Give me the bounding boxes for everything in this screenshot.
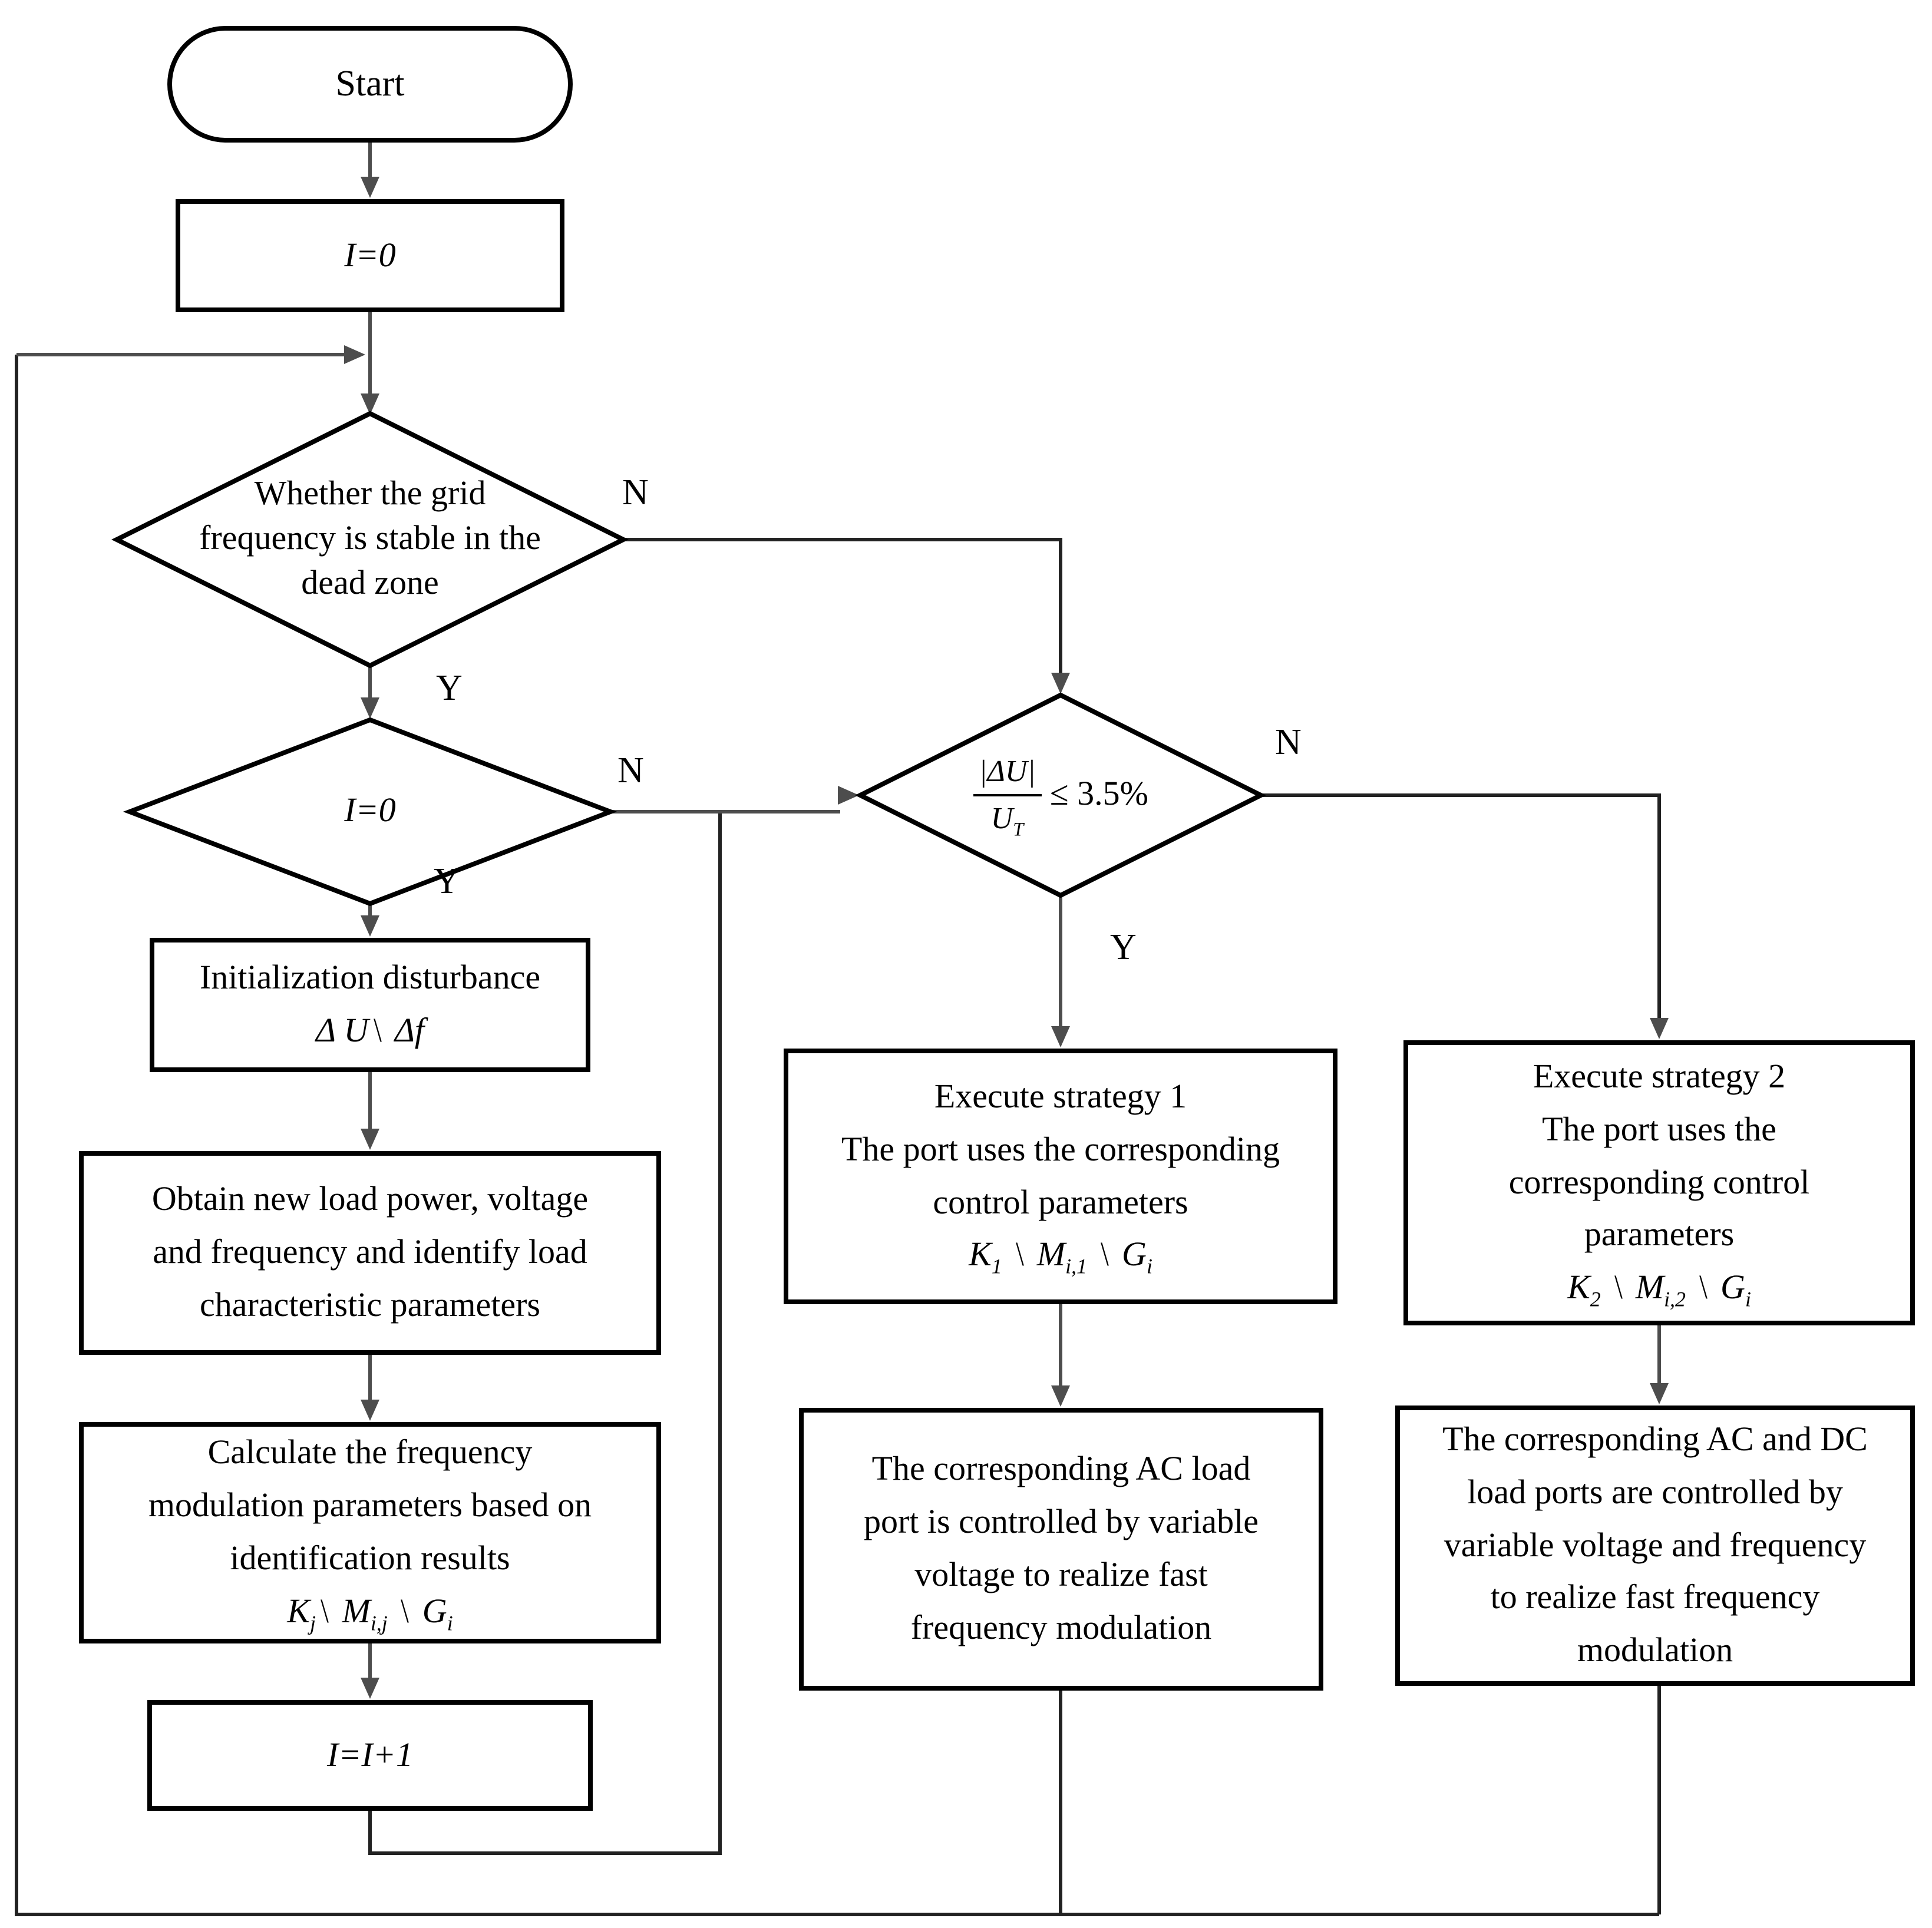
label-voltage-check-no: N <box>1275 721 1302 762</box>
label-freq-stable-yes: Y <box>436 667 463 708</box>
calc-params-line-2: modulation parameters based on <box>148 1487 592 1525</box>
init-disturbance-line-2: Δ U\ Δf <box>315 1012 425 1050</box>
obtain-load-line-3: characteristic parameters <box>199 1286 540 1324</box>
arrowhead-into-calc <box>361 1400 379 1421</box>
strategy2-line-4: parameters <box>1584 1216 1735 1254</box>
calc-params-line-1: Calculate the frequency <box>207 1434 533 1472</box>
arrowhead-into-ac <box>1051 1385 1070 1407</box>
strategy2-line-1: Execute strategy 2 <box>1533 1057 1786 1096</box>
label-izero-yes: Y <box>434 860 460 901</box>
strategy2-line-2: The port uses the <box>1542 1110 1776 1149</box>
decision-izero-shape <box>123 717 617 907</box>
voltage-check-expression: |ΔU| UT ≤ 3.5% <box>973 752 1148 841</box>
node-init-counter: I=0 <box>176 199 564 312</box>
ac-control-line-2: port is controlled by variable <box>863 1503 1259 1542</box>
strategy1-line-2: The port uses the corresponding <box>841 1130 1280 1169</box>
arrowhead-return-merge <box>344 345 365 364</box>
edge-increment-loop-line <box>368 812 722 1855</box>
increment-label: I=I+1 <box>327 1736 413 1774</box>
strategy1-line-4: K1 \ Mi,1 \ Gi <box>969 1236 1152 1279</box>
obtain-load-line-1: Obtain new load power, voltage <box>151 1180 589 1219</box>
freq-stable-line-3: dead zone <box>301 564 439 602</box>
node-obtain-load: Obtain new load power, voltage and frequ… <box>79 1151 661 1355</box>
node-voltage-check-label: |ΔU| UT ≤ 3.5% <box>901 719 1220 872</box>
strategy1-line-3: control parameters <box>933 1183 1188 1221</box>
strategy2-line-3: corresponding control <box>1508 1163 1810 1202</box>
node-strategy1: Execute strategy 1 The port uses the cor… <box>784 1049 1337 1304</box>
strategy1-line-1: Execute strategy 1 <box>934 1077 1187 1116</box>
edge-freq-stable-no-line <box>623 538 1062 675</box>
acdc-control-line-3: variable voltage and frequency <box>1444 1526 1867 1565</box>
ac-control-line-3: voltage to realize fast <box>914 1556 1208 1594</box>
acdc-control-line-5: modulation <box>1577 1632 1733 1670</box>
calc-params-line-4: Kj\ Mi,j \ Gi <box>287 1592 453 1635</box>
arrowhead-into-strategy2 <box>1650 1018 1669 1039</box>
obtain-load-line-2: and frequency and identify load <box>153 1233 587 1272</box>
init-disturbance-line-1: Initialization disturbance <box>199 959 541 997</box>
decision-freq-stable-shape <box>111 411 629 669</box>
arrowhead-into-freqstable <box>361 393 379 415</box>
freq-stable-line-2: frequency is stable in the <box>199 520 541 558</box>
voltage-fraction: |ΔU| UT <box>973 752 1042 841</box>
ac-control-line-4: frequency modulation <box>910 1609 1212 1647</box>
node-izero-label: I=0 <box>276 782 464 841</box>
label-freq-stable-no: N <box>622 471 649 512</box>
strategy2-line-5: K2 \ Mi,2 \ Gi <box>1567 1269 1751 1312</box>
label-voltage-check-yes: Y <box>1110 926 1137 967</box>
node-ac-control: The corresponding AC load port is contro… <box>799 1408 1323 1691</box>
arrowhead-into-acdc <box>1650 1383 1669 1404</box>
arrowhead-into-voltage-left <box>838 786 859 805</box>
arrowhead-into-strategy1 <box>1051 1026 1070 1047</box>
node-init-disturbance: Initialization disturbance Δ U\ Δf <box>150 938 590 1072</box>
freq-stable-line-1: Whether the grid <box>254 475 486 513</box>
node-increment: I=I+1 <box>147 1700 593 1811</box>
label-izero-no: N <box>617 749 644 791</box>
voltage-condition: ≤ 3.5% <box>1049 775 1148 813</box>
edge-voltage-check-no-line <box>1261 793 1661 1020</box>
edge-bottom-return-line <box>15 355 1659 1916</box>
node-freq-stable-label: Whether the grid frequency is stable in … <box>134 454 606 626</box>
acdc-control-line-4: to realize fast frequency <box>1490 1579 1820 1617</box>
node-acdc-control: The corresponding AC and DC load ports a… <box>1395 1406 1915 1686</box>
acdc-control-line-1: The corresponding AC and DC <box>1442 1420 1868 1459</box>
arrowhead-into-increment <box>361 1678 379 1699</box>
voltage-fraction-denominator: UT <box>990 801 1024 841</box>
node-start-label: Start <box>335 62 405 104</box>
node-strategy2: Execute strategy 2 The port uses the cor… <box>1403 1040 1915 1325</box>
arrowhead-into-initcounter <box>361 177 379 198</box>
decision-voltage-check-shape <box>855 692 1266 898</box>
voltage-fraction-numerator: |ΔU| <box>973 752 1042 796</box>
ac-control-line-1: The corresponding AC load <box>871 1450 1251 1489</box>
arrowhead-into-izero <box>361 697 379 719</box>
node-start: Start <box>167 26 573 143</box>
calc-params-line-3: identification results <box>230 1540 510 1578</box>
arrowhead-into-obtain <box>361 1129 379 1150</box>
node-calc-params: Calculate the frequency modulation param… <box>79 1422 661 1643</box>
acdc-control-line-2: load ports are controlled by <box>1467 1473 1843 1512</box>
arrowhead-into-init <box>361 915 379 937</box>
arrowhead-into-voltage-top <box>1051 673 1070 694</box>
izero-line-1: I=0 <box>344 792 396 830</box>
node-init-counter-label: I=0 <box>344 236 396 275</box>
